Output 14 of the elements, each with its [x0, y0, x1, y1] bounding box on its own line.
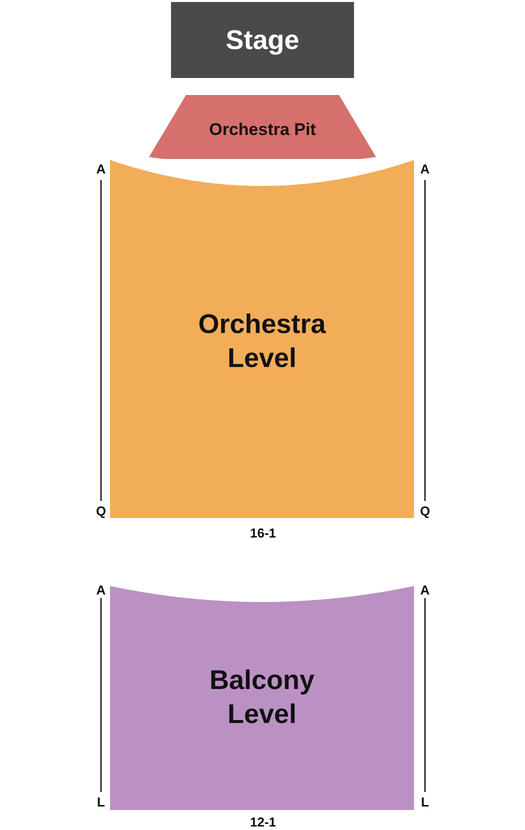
section-name: Orchestra Level: [197, 308, 327, 375]
seat-range: 16-1: [250, 526, 276, 540]
row-letter: L: [97, 794, 105, 810]
section-name: Orchestra Pit: [208, 119, 317, 140]
row-letter: Q: [96, 504, 106, 518]
row-letter: L: [421, 794, 429, 810]
row-letter: A: [96, 162, 106, 176]
row-letter: A: [420, 162, 430, 176]
seat-range: 12-1: [250, 814, 276, 830]
section-name: Balcony Level: [208, 664, 316, 731]
row-letter: A: [420, 582, 430, 598]
section-name: Stage: [224, 24, 300, 57]
row-letter: Q: [420, 504, 430, 518]
row-letter: A: [96, 582, 106, 598]
